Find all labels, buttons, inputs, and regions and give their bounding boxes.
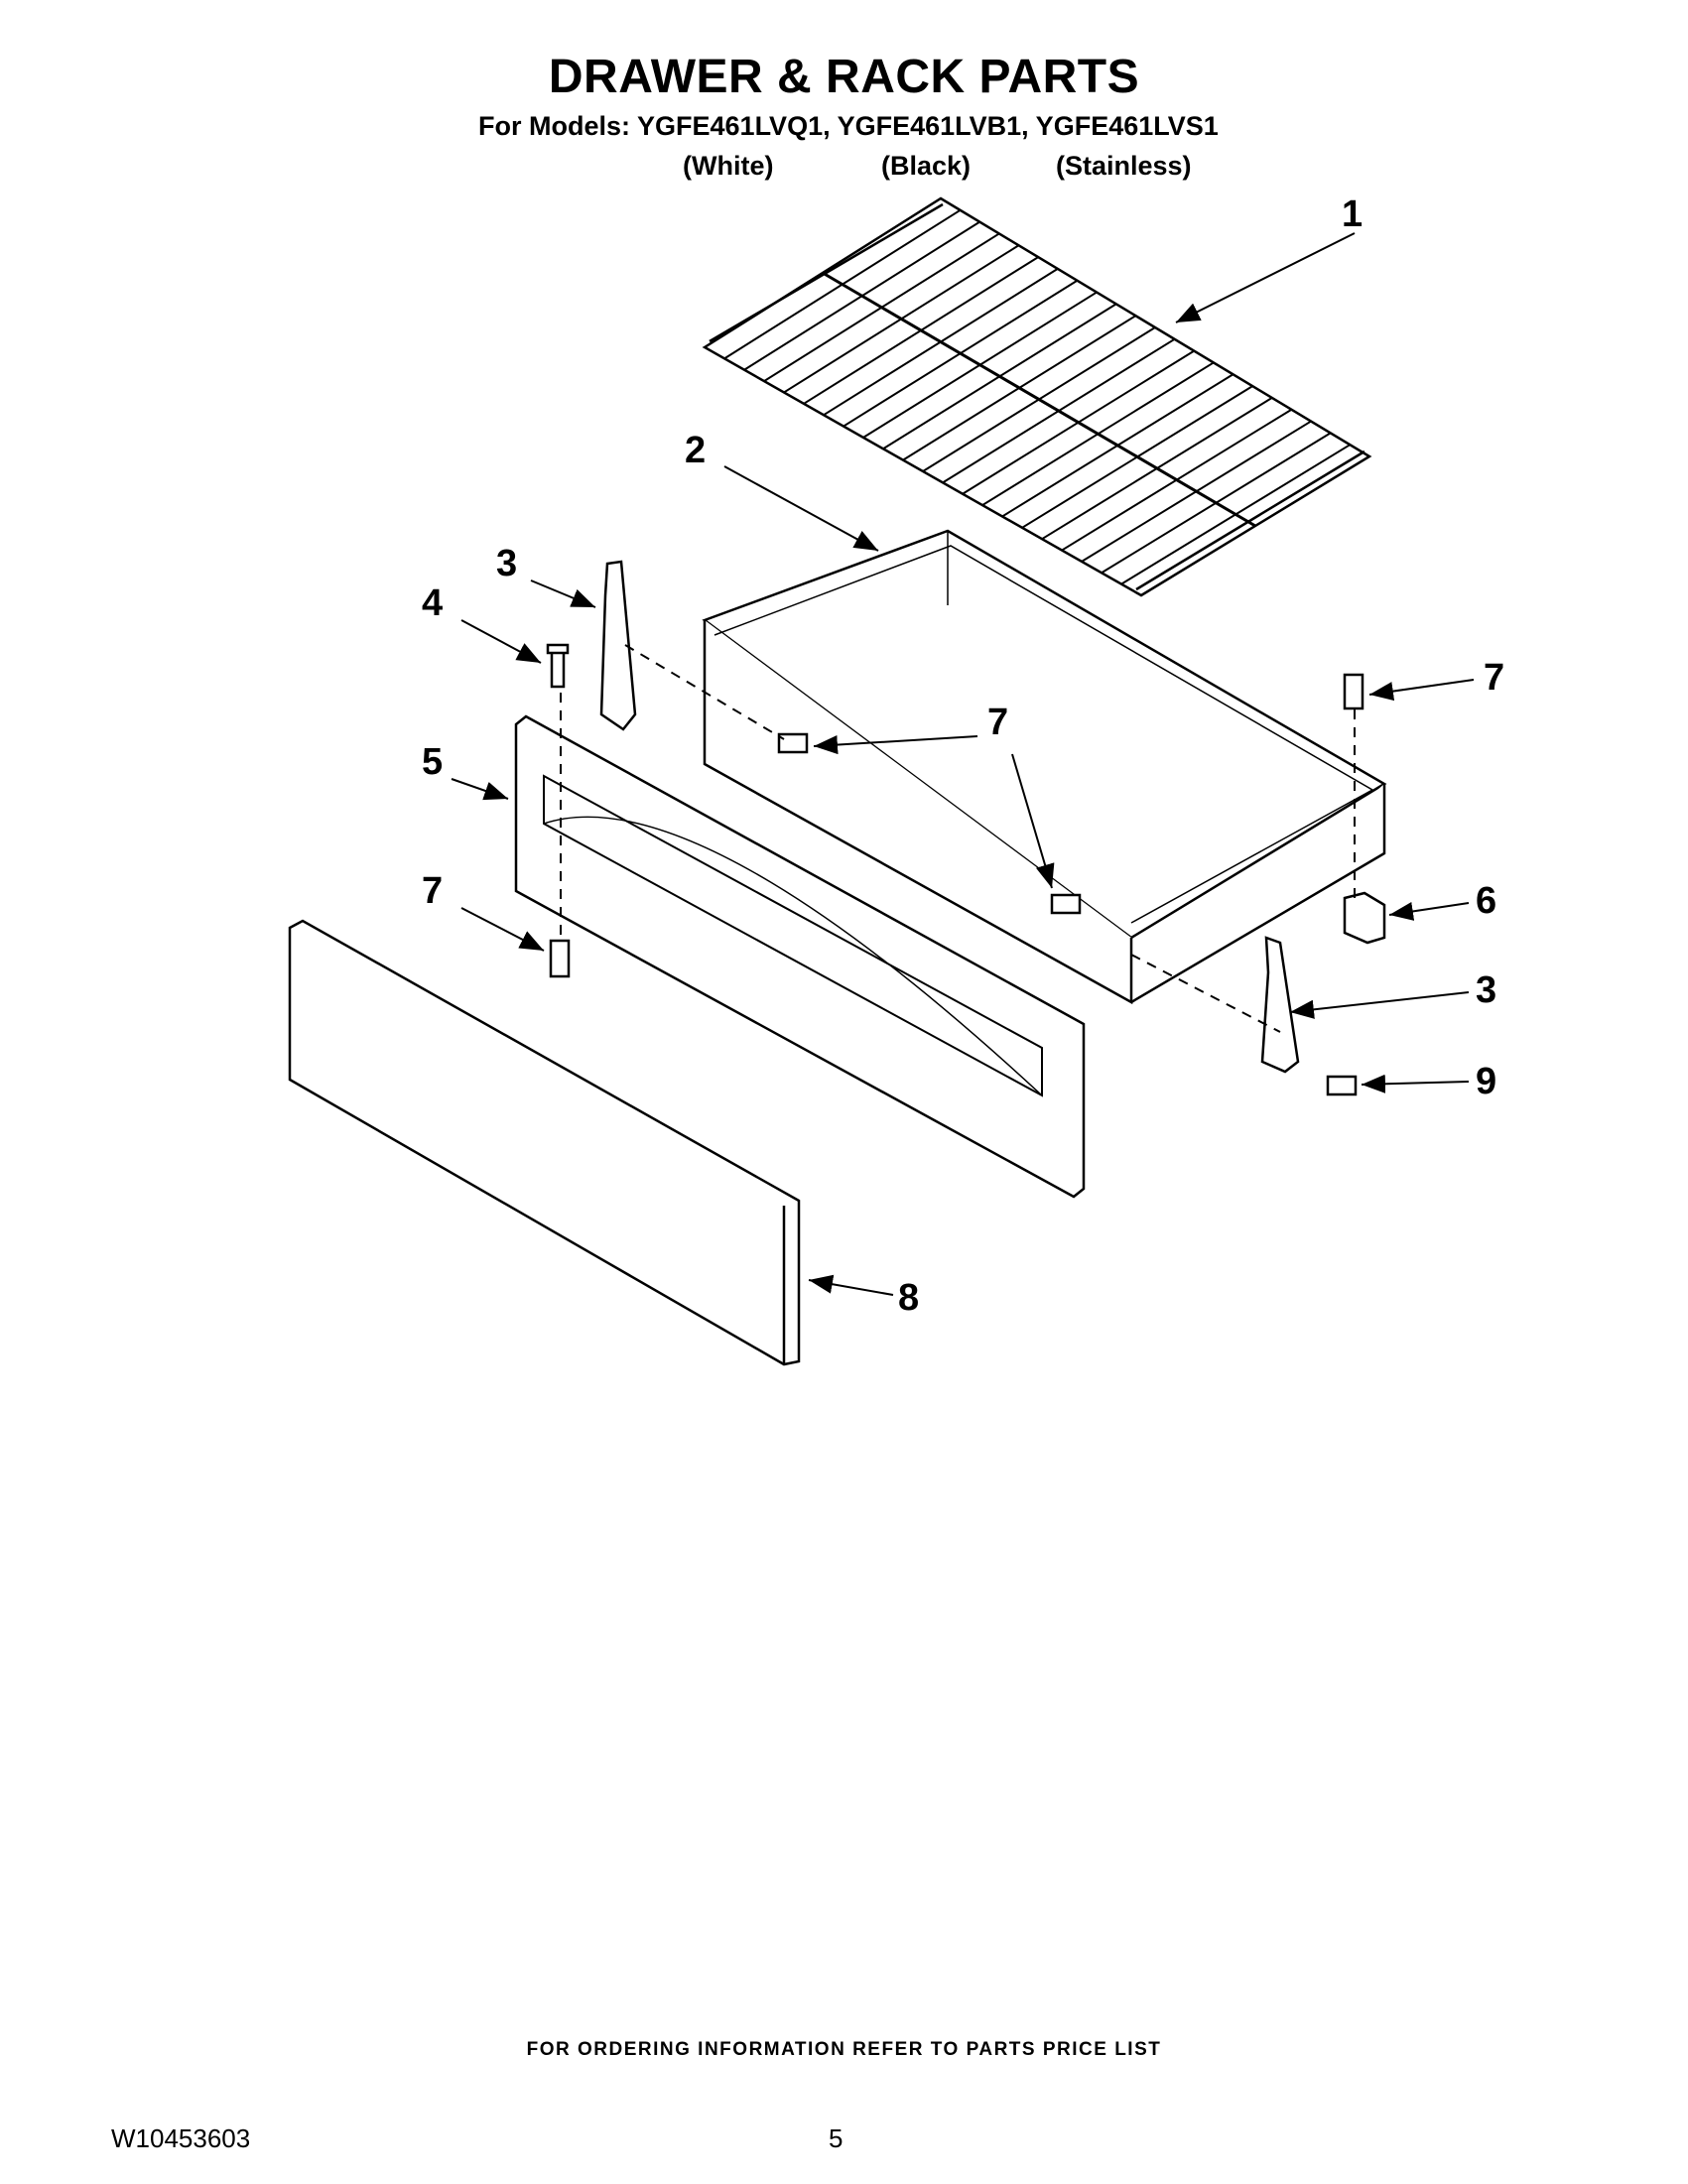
- slide-bracket-right: [1260, 936, 1300, 1074]
- drawer-front-part: [514, 714, 1086, 1199]
- callout-7-center: 7: [987, 702, 1008, 743]
- callout-9: 9: [1476, 1061, 1496, 1102]
- page-title: DRAWER & RACK PARTS: [548, 51, 1140, 103]
- callout-7-right: 7: [1484, 657, 1504, 699]
- callout-numbers: 1 2 3 4 7 5 7 7 6 3 9 8: [422, 193, 1504, 1319]
- clip-part: [1343, 891, 1386, 945]
- ordering-note: FOR ORDERING INFORMATION REFER TO PARTS …: [526, 2039, 1162, 2060]
- screws: [549, 673, 1364, 1096]
- callout-6: 6: [1476, 880, 1496, 922]
- callout-8: 8: [898, 1277, 919, 1319]
- leader-arrows: [451, 232, 1475, 1296]
- color-stainless: (Stainless): [1056, 151, 1192, 181]
- callout-1: 1: [1342, 193, 1363, 235]
- drawer-body-part: [702, 529, 1387, 1005]
- page-number: 5: [829, 2123, 844, 2153]
- rack-center-bar: [822, 271, 1256, 528]
- callout-7-left: 7: [422, 870, 443, 912]
- pin-part: [546, 643, 570, 689]
- document-number: W10453603: [111, 2123, 251, 2153]
- callout-3-left: 3: [496, 543, 517, 584]
- slide-bracket-left: [599, 560, 637, 731]
- callout-2: 2: [685, 430, 706, 471]
- callout-5: 5: [422, 741, 443, 783]
- color-white: (White): [683, 151, 774, 181]
- models-line: For Models: YGFE461LVQ1, YGFE461LVB1, YG…: [478, 111, 1219, 141]
- front-trim-part: [288, 919, 801, 1366]
- callout-3-right: 3: [1476, 969, 1496, 1011]
- color-black: (Black): [881, 151, 972, 181]
- alignment-lines: [560, 644, 1356, 1033]
- rack-part: [702, 196, 1372, 597]
- callout-4: 4: [422, 582, 443, 624]
